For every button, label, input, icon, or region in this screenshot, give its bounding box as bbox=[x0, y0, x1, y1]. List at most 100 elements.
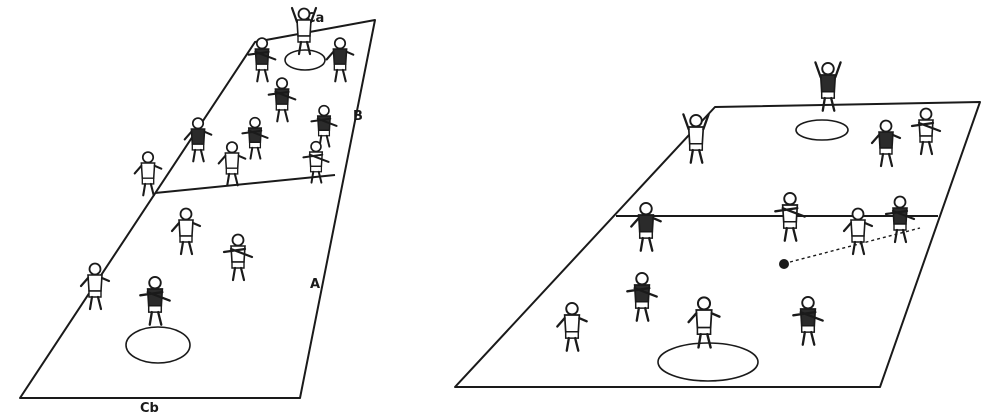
player-torso bbox=[565, 315, 580, 332]
player-shorts bbox=[690, 144, 703, 150]
player-torso bbox=[141, 163, 154, 178]
player-shorts bbox=[276, 104, 287, 110]
right-goal-circle-top bbox=[796, 120, 848, 140]
player-torso bbox=[191, 129, 204, 144]
player-legs bbox=[181, 242, 192, 254]
left-field-dividing-line bbox=[155, 175, 335, 193]
player-shorts bbox=[142, 178, 153, 184]
player-head bbox=[853, 209, 864, 220]
player-legs bbox=[637, 308, 649, 321]
player-head bbox=[895, 197, 906, 208]
player-legs bbox=[143, 184, 153, 195]
player-head bbox=[181, 209, 192, 220]
player-legs bbox=[921, 142, 932, 154]
player-head bbox=[319, 106, 329, 116]
player-torso bbox=[821, 75, 836, 92]
player-figure bbox=[242, 118, 267, 159]
player-head bbox=[277, 78, 287, 88]
player-figure bbox=[311, 106, 336, 147]
player-figure bbox=[224, 235, 252, 281]
player-shorts bbox=[784, 222, 797, 228]
player-figure bbox=[327, 38, 354, 81]
player-head bbox=[690, 115, 702, 127]
player-shorts bbox=[852, 236, 864, 242]
player-shorts bbox=[226, 168, 237, 174]
player-shorts bbox=[802, 326, 815, 332]
player-shorts bbox=[640, 232, 653, 238]
player-head bbox=[802, 297, 814, 309]
player-figure bbox=[557, 303, 586, 351]
left-goal-circle-top bbox=[285, 50, 325, 70]
player-head bbox=[311, 142, 321, 152]
left-drill-diagram: Ca B A Cb bbox=[20, 8, 375, 414]
player-legs bbox=[699, 334, 711, 347]
player-head bbox=[143, 152, 153, 162]
player-shorts bbox=[697, 328, 710, 335]
player-shorts bbox=[192, 144, 203, 150]
player-torso bbox=[225, 153, 238, 168]
player-torso bbox=[88, 275, 102, 291]
player-torso bbox=[639, 215, 654, 232]
player-legs bbox=[785, 228, 797, 241]
player-shorts bbox=[822, 92, 835, 98]
player-figure bbox=[689, 297, 720, 347]
player-legs bbox=[895, 230, 906, 242]
player-head bbox=[566, 303, 578, 315]
player-figure bbox=[683, 114, 708, 162]
player-figure bbox=[815, 62, 840, 110]
player-shorts bbox=[298, 36, 310, 42]
player-figure bbox=[793, 297, 822, 345]
player-torso bbox=[851, 220, 865, 236]
player-legs bbox=[567, 338, 579, 351]
player-figure bbox=[219, 142, 246, 185]
player-figure bbox=[631, 203, 660, 251]
player-figure bbox=[627, 273, 656, 321]
player-shorts bbox=[334, 64, 345, 70]
player-shorts bbox=[319, 130, 330, 135]
player-figure bbox=[140, 277, 169, 325]
player-legs bbox=[193, 150, 203, 161]
player-head bbox=[698, 297, 710, 309]
player-shorts bbox=[250, 142, 261, 147]
player-legs bbox=[853, 242, 864, 254]
player-head bbox=[822, 63, 834, 75]
player-shorts bbox=[89, 291, 101, 297]
player-legs bbox=[257, 70, 267, 81]
player-shorts bbox=[149, 306, 162, 312]
player-head bbox=[149, 277, 161, 289]
right-goal-circle-bottom bbox=[658, 343, 758, 381]
left-goal-circle-bottom bbox=[126, 327, 190, 363]
player-head bbox=[233, 235, 244, 246]
label-b: B bbox=[353, 109, 363, 124]
player-figure bbox=[269, 78, 296, 121]
player-head bbox=[784, 193, 796, 205]
player-shorts bbox=[180, 236, 192, 242]
player-legs bbox=[227, 174, 237, 185]
player-figure bbox=[185, 118, 212, 161]
player-figure bbox=[912, 109, 940, 155]
player-figure bbox=[872, 121, 900, 167]
player-legs bbox=[691, 150, 703, 163]
player-legs bbox=[90, 297, 101, 309]
player-shorts bbox=[256, 64, 267, 70]
player-shorts bbox=[894, 224, 906, 230]
player-shorts bbox=[636, 302, 649, 308]
right-drill-diagram bbox=[455, 62, 980, 387]
player-legs bbox=[335, 70, 345, 81]
player-legs bbox=[641, 238, 653, 251]
ball bbox=[779, 259, 789, 269]
player-legs bbox=[251, 148, 261, 159]
player-head bbox=[335, 38, 345, 48]
player-torso bbox=[297, 20, 311, 36]
player-legs bbox=[803, 332, 815, 345]
label-cb: Cb bbox=[140, 401, 159, 414]
player-head bbox=[250, 118, 260, 128]
player-torso bbox=[879, 132, 893, 148]
player-torso bbox=[179, 220, 193, 236]
player-torso bbox=[333, 49, 346, 64]
player-shorts bbox=[880, 148, 892, 154]
player-head bbox=[90, 264, 101, 275]
player-head bbox=[636, 273, 648, 285]
player-shorts bbox=[232, 262, 244, 268]
